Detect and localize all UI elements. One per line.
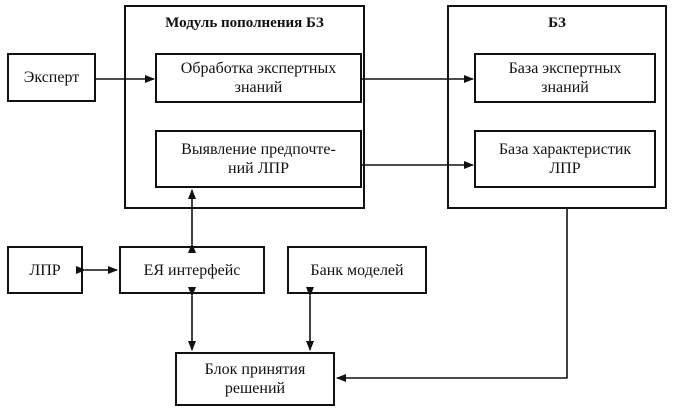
lpr-block: ЛПР [7, 246, 83, 294]
expert-block: Эксперт [7, 53, 96, 102]
knowledge-base-module: БЗ [447, 5, 667, 209]
expert-knowledge-base-block: База экспертных знаний [474, 53, 656, 103]
lpr-characteristics-base-block: База характеристик ЛПР [474, 130, 656, 188]
nl-interface-label: ЕЯ интерфейс [143, 261, 241, 279]
model-bank-label: Банк моделей [310, 261, 404, 279]
expert-label: Эксперт [23, 69, 80, 86]
replenishment-module-title: Модуль пополнения БЗ [165, 15, 324, 31]
preference-detection-block: Выявление предпочте- ний ЛПР [155, 130, 362, 188]
lpr-label: ЛПР [29, 261, 61, 279]
nl-interface-block: ЕЯ интерфейс [119, 246, 265, 294]
knowledge-processing-block: Обработка экспертных знаний [155, 53, 362, 103]
knowledge-base-title: БЗ [548, 15, 566, 31]
decision-label: Блок принятия решений [204, 361, 306, 397]
knowledge-processing-label: Обработка экспертных знаний [180, 60, 337, 96]
lpr-characteristics-base-label: База характеристик ЛПР [498, 141, 632, 177]
decision-block: Блок принятия решений [175, 352, 335, 406]
model-bank-block: Банк моделей [287, 246, 427, 294]
preference-detection-label: Выявление предпочте- ний ЛПР [181, 141, 336, 177]
expert-knowledge-base-label: База экспертных знаний [508, 60, 622, 96]
replenishment-module: Модуль пополнения БЗ [124, 5, 365, 209]
